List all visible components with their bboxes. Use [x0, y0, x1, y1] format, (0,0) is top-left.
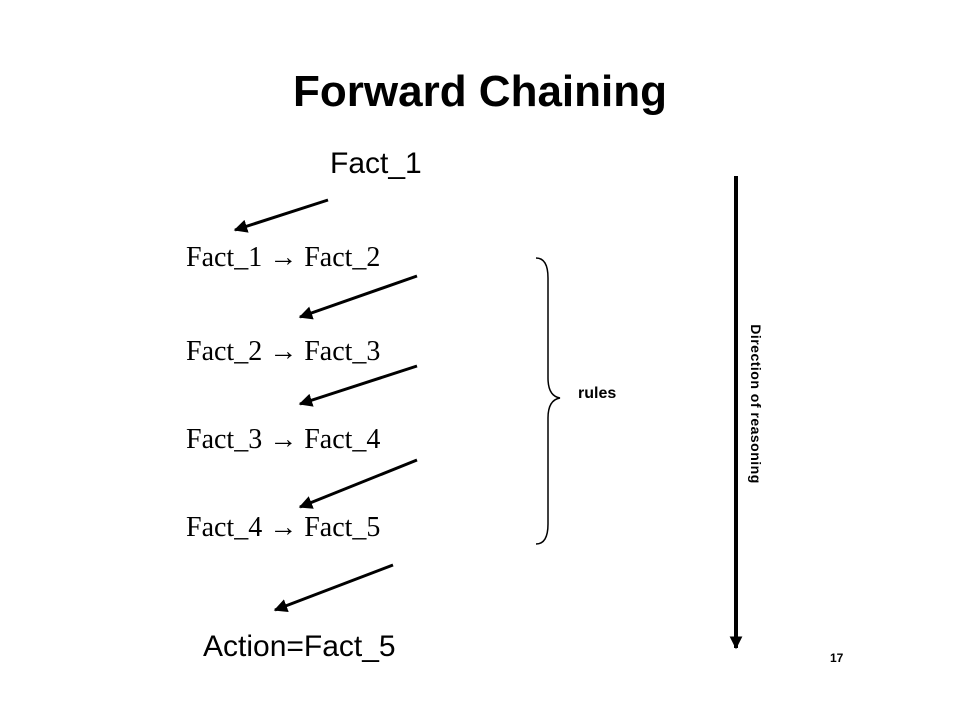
rule-1: Fact_1 → Fact_2 [186, 242, 381, 273]
rules-label: rules [578, 385, 617, 402]
direction-label: Direction of reasoning [748, 324, 764, 484]
chain-arrow-2 [298, 274, 418, 320]
rule-3: Fact_3 → Fact_4 [186, 424, 381, 455]
action-fact: Action=Fact_5 [203, 630, 396, 663]
slide-title: Forward Chaining [293, 67, 667, 116]
chain-arrow-1 [233, 198, 329, 233]
page-number: 17 [830, 651, 844, 665]
chain-arrow-5 [273, 563, 394, 612]
chain-arrow-3 [298, 364, 418, 407]
rules-brace [535, 257, 561, 545]
chain-arrow-4 [298, 458, 418, 509]
start-fact: Fact_1 [330, 147, 422, 180]
rule-2: Fact_2 → Fact_3 [186, 336, 381, 367]
rule-4: Fact_4 → Fact_5 [186, 512, 381, 543]
